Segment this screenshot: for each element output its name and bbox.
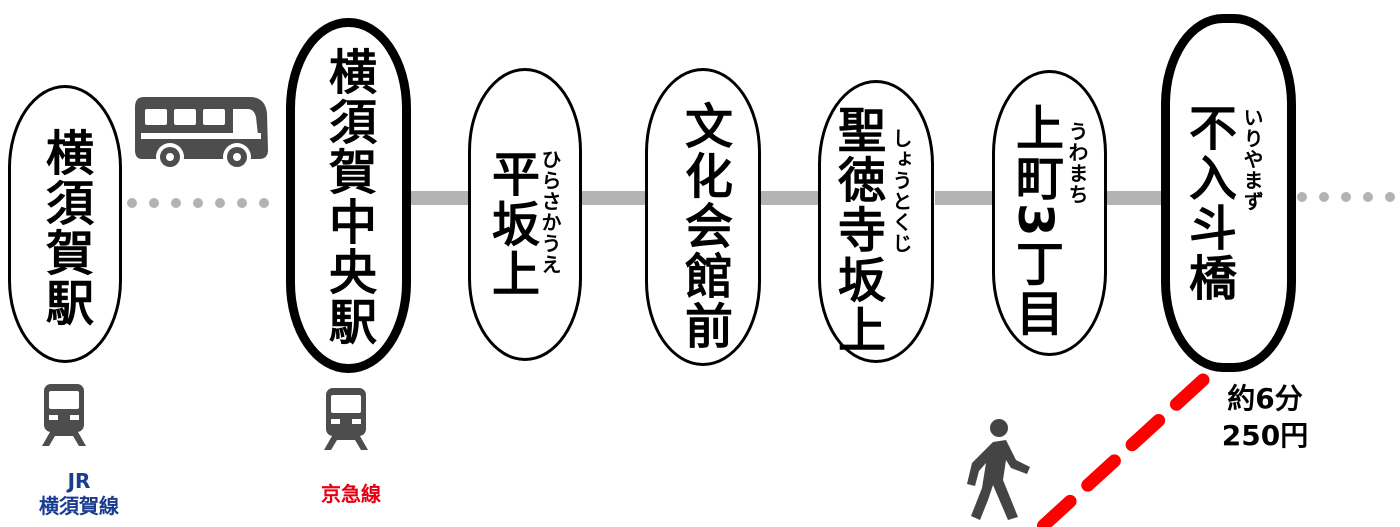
dotted-connector-left xyxy=(127,198,269,208)
pedestrian-icon xyxy=(967,419,1030,520)
stop-ruby: いりやまず xyxy=(1240,107,1264,212)
stop-hirasakaue[interactable]: 平坂上 ひらさかうえ xyxy=(468,68,582,361)
stop-ruby: しょうとくじ xyxy=(889,128,913,254)
stop-ruby: ひらさかうえ xyxy=(538,149,562,275)
stop-iriyamazu-bashi[interactable]: 不入斗橋 いりやまず xyxy=(1161,14,1296,372)
stop-name: 平坂上 xyxy=(483,149,539,299)
stop-uwamachi-3chome[interactable]: 上町3丁目 うわまち xyxy=(992,70,1107,356)
stop-bunka-kaikan-mae[interactable]: 文化会館前 xyxy=(645,68,761,366)
stop-yokosuka-chuo-station[interactable]: 横須賀中央駅 xyxy=(286,18,411,373)
train-icon xyxy=(42,384,86,446)
stop-shotokuji-sakaue[interactable]: 聖徳寺坂上 しょうとくじ xyxy=(818,80,934,363)
stop-name: 聖徳寺坂上 xyxy=(829,105,885,355)
walk-route-line xyxy=(1035,373,1210,527)
stop-ruby: うわまち xyxy=(1065,121,1089,205)
stop-name: 横須賀中央駅 xyxy=(320,47,376,347)
jr-line-label: JR 横須賀線 xyxy=(14,469,144,519)
stop-name: 横須賀駅 xyxy=(37,128,93,328)
jr-label-line1: JR xyxy=(67,469,91,493)
stop-name: 文化会館前 xyxy=(676,101,732,351)
stop-name: 上町3丁目 xyxy=(1007,103,1063,339)
jr-label-line2: 横須賀線 xyxy=(39,494,119,518)
stop-yokosuka-station[interactable]: 横須賀駅 xyxy=(8,85,122,363)
walk-info: 約6分 250円 xyxy=(1200,381,1330,455)
walk-fare: 250円 xyxy=(1221,418,1309,452)
bus-icon xyxy=(135,97,268,171)
keikyu-line-label: 京急線 xyxy=(321,482,381,506)
dotted-connector-right xyxy=(1297,192,1395,202)
stop-name: 不入斗橋 xyxy=(1180,103,1236,303)
train-icon xyxy=(324,388,368,450)
walk-time: 約6分 xyxy=(1227,382,1303,415)
